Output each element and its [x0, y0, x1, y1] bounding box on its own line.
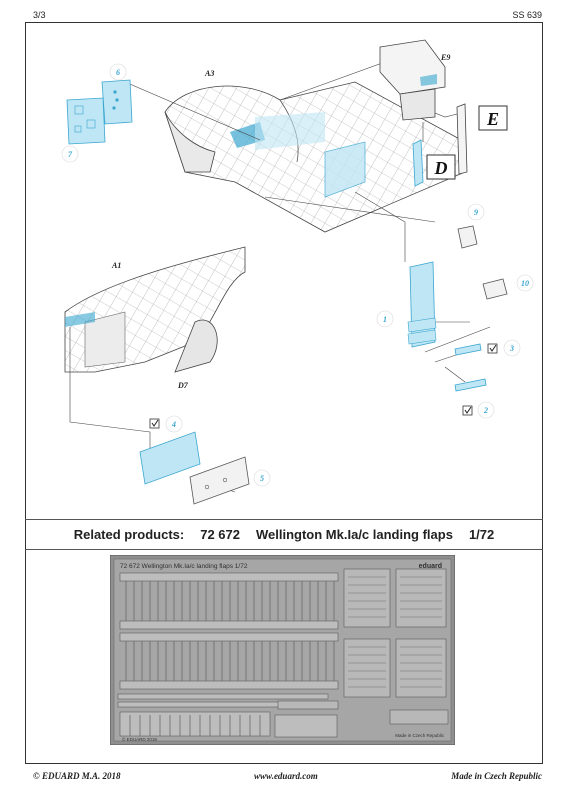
- callout-7: 7: [68, 150, 73, 159]
- label-a3: A3: [204, 69, 214, 78]
- assembly-diagram: 6 7 9 10 1 3 2 4 5 A3 A1 D7 E9 E D: [61, 39, 534, 505]
- part-9: [457, 225, 478, 249]
- fuselage-lower: [64, 246, 246, 373]
- related-number: 72 672: [200, 527, 240, 542]
- part-1: [407, 261, 437, 348]
- callout-6: 6: [116, 68, 120, 77]
- photo-etch-fret: 72 672 Wellington Mk.Ia/c landing flaps …: [110, 555, 455, 745]
- instruction-frame: [25, 22, 543, 764]
- part-d-bracket: [412, 139, 456, 187]
- part-10: [482, 278, 508, 300]
- callout-9: 9: [474, 208, 478, 217]
- page-number: 3/3: [33, 10, 46, 20]
- footer-origin: Made in Czech Republic: [451, 771, 542, 781]
- callout-4: 4: [171, 420, 176, 429]
- footer: © EDUARD M.A. 2018 www.eduard.com Made i…: [33, 771, 542, 781]
- related-products-bar: Related products: 72 672 Wellington Mk.I…: [25, 520, 543, 549]
- fret-copyright: © EDUARD 2018: [122, 736, 157, 742]
- part-2: [454, 378, 487, 392]
- callout-2: 2: [483, 406, 488, 415]
- footer-copyright: © EDUARD M.A. 2018: [33, 771, 121, 781]
- part-7: [66, 97, 106, 145]
- fuselage-upper: [164, 81, 466, 233]
- label-e: E: [486, 109, 499, 129]
- callout-5: 5: [260, 474, 264, 483]
- fret-brand: eduard: [419, 563, 442, 570]
- part-e9: [379, 39, 446, 121]
- part-e-bracket: [456, 103, 508, 175]
- section-divider-bottom: [25, 549, 543, 550]
- related-scale: 1/72: [468, 527, 495, 542]
- part-3: [454, 343, 482, 356]
- callout-3: 3: [509, 344, 514, 353]
- footer-website[interactable]: www.eduard.com: [254, 771, 318, 781]
- fret-origin: Made in Czech Republic: [395, 733, 445, 738]
- section-divider-top: [25, 519, 543, 520]
- part-5: [189, 456, 250, 505]
- label-a1: A1: [111, 261, 121, 270]
- callout-10: 10: [521, 279, 529, 288]
- related-label: Related products:: [73, 527, 185, 542]
- label-d: D: [434, 158, 448, 178]
- set-code: SS 639: [512, 10, 542, 20]
- checkbox-part-4: [149, 418, 160, 429]
- part-4: [139, 431, 201, 485]
- checkbox-part-2: [462, 405, 473, 416]
- checkbox-part-3: [487, 343, 498, 354]
- fret-title: 72 672 Wellington Mk.Ia/c landing flaps …: [120, 563, 248, 570]
- label-e9: E9: [440, 53, 450, 62]
- related-name: Wellington Mk.Ia/c landing flaps: [256, 527, 453, 542]
- label-d7: D7: [177, 381, 189, 390]
- callout-1: 1: [383, 315, 387, 324]
- part-6: [101, 79, 133, 125]
